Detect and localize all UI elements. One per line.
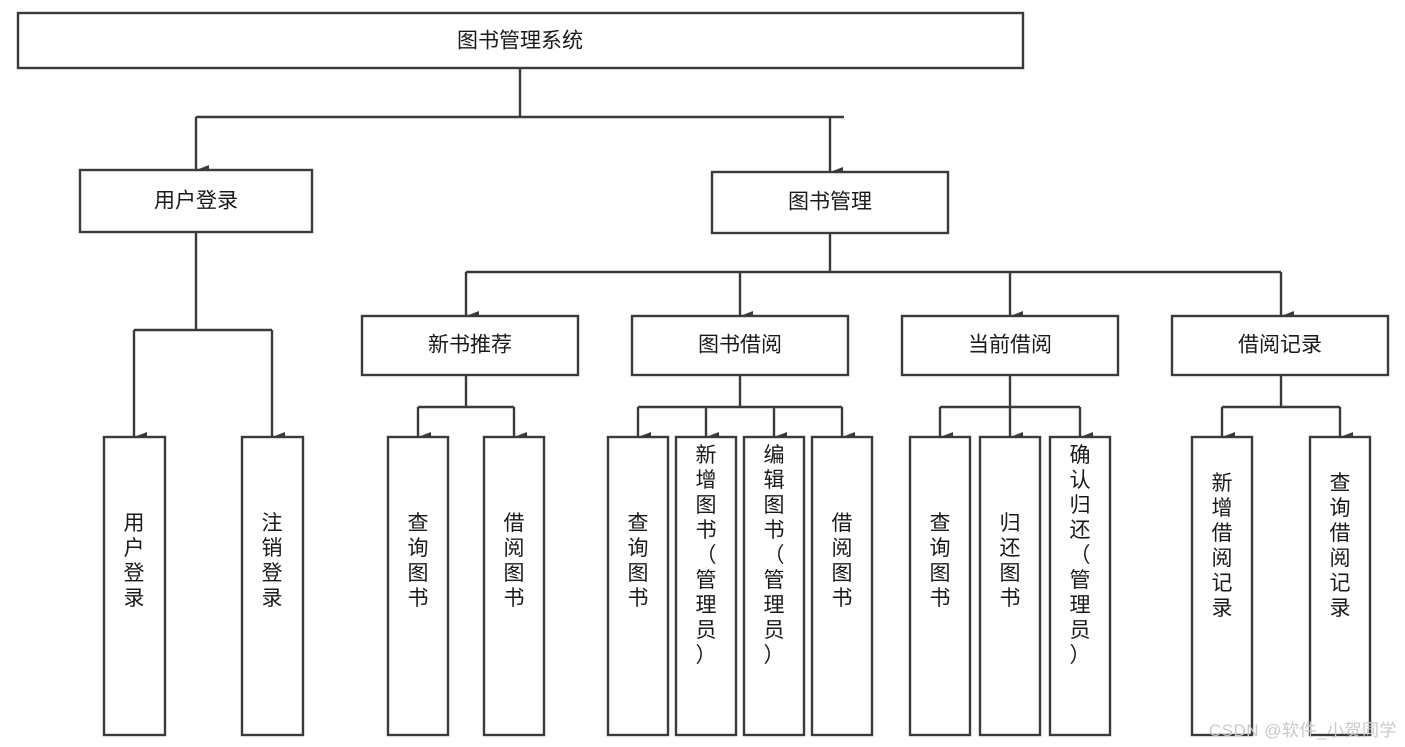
- node-leaf-borrow-book-2-label: 借阅图书: [832, 512, 853, 610]
- node-book-management-label: 图书管理: [788, 191, 872, 214]
- node-leaf-edit-book[interactable]: 编辑图书（管理员）: [742, 435, 806, 737]
- node-leaf-edit-book-box[interactable]: [742, 435, 806, 737]
- node-book-borrow[interactable]: 图书借阅: [630, 314, 850, 377]
- node-leaf-borrow-book-2-box[interactable]: [810, 435, 874, 737]
- node-leaf-query-book-2-label: 查询图书: [628, 512, 649, 610]
- node-borrow-record-box[interactable]: [1170, 314, 1390, 377]
- node-leaf-query-book-1-box[interactable]: [386, 435, 450, 737]
- node-leaf-add-book-box[interactable]: [674, 435, 738, 737]
- node-new-book-recommend-box[interactable]: [360, 314, 580, 377]
- node-leaf-logout-login-box[interactable]: [240, 435, 305, 737]
- node-leaf-confirm-return[interactable]: 确认归还（管理员）: [1048, 435, 1112, 737]
- node-user-login[interactable]: 用户登录: [78, 168, 314, 234]
- node-leaf-query-book-2-box[interactable]: [606, 435, 670, 737]
- node-book-borrow-label: 图书借阅: [698, 334, 782, 357]
- node-leaf-borrow-book-1-label: 借阅图书: [504, 512, 525, 610]
- node-leaf-logout-login[interactable]: 注销登录: [240, 435, 305, 737]
- node-leaf-return-book-label: 归还图书: [1000, 512, 1021, 610]
- node-root[interactable]: 图书管理系统: [16, 11, 1025, 70]
- node-leaf-borrow-book-1[interactable]: 借阅图书: [482, 435, 546, 737]
- node-leaf-return-book[interactable]: 归还图书: [978, 435, 1042, 737]
- node-leaf-add-borrow-record[interactable]: 新增借阅记录: [1190, 435, 1254, 737]
- connector-group-book-borrow: [636, 375, 855, 443]
- node-user-login-box[interactable]: [78, 168, 314, 234]
- node-book-management-box[interactable]: [710, 170, 950, 235]
- node-leaf-add-borrow-record-label: 新增借阅记录: [1212, 472, 1233, 620]
- node-leaf-add-book-label: 新增图书（管理员）: [696, 444, 717, 667]
- node-leaf-query-book-3-label: 查询图书: [930, 512, 951, 610]
- node-user-login-label: 用户登录: [154, 190, 238, 213]
- node-leaf-add-borrow-record-box[interactable]: [1190, 435, 1254, 737]
- node-leaf-query-book-3-box[interactable]: [908, 435, 972, 737]
- node-new-book-recommend[interactable]: 新书推荐: [360, 314, 580, 377]
- node-leaf-query-book-1-label: 查询图书: [408, 512, 429, 610]
- node-leaf-query-borrow-record-label: 查询借阅记录: [1330, 472, 1351, 620]
- node-borrow-record-label: 借阅记录: [1238, 334, 1322, 357]
- connector-group-user-login: [132, 232, 285, 443]
- node-current-borrow[interactable]: 当前借阅: [900, 314, 1120, 377]
- node-root-box[interactable]: [16, 11, 1025, 70]
- node-leaf-query-book-2[interactable]: 查询图书: [606, 435, 670, 737]
- node-leaf-confirm-return-label: 确认归还（管理员）: [1070, 444, 1091, 667]
- node-leaf-logout-login-label: 注销登录: [262, 512, 283, 610]
- node-leaf-borrow-book-1-box[interactable]: [482, 435, 546, 737]
- node-leaf-edit-book-label: 编辑图书（管理员）: [764, 444, 785, 667]
- node-leaf-borrow-book-2[interactable]: 借阅图书: [810, 435, 874, 737]
- connector-group-root: [194, 68, 844, 178]
- node-leaf-user-login-box[interactable]: [102, 435, 167, 737]
- node-leaf-user-login[interactable]: 用户登录: [102, 435, 167, 737]
- connector-group-borrow-record: [1220, 375, 1353, 443]
- node-book-borrow-box[interactable]: [630, 314, 850, 377]
- node-root-label: 图书管理系统: [457, 30, 583, 53]
- node-leaf-query-book-3[interactable]: 查询图书: [908, 435, 972, 737]
- node-leaf-query-borrow-record-box[interactable]: [1308, 435, 1372, 737]
- connector-group-current-borrow: [938, 375, 1093, 443]
- node-leaf-query-book-1[interactable]: 查询图书: [386, 435, 450, 737]
- node-borrow-record[interactable]: 借阅记录: [1170, 314, 1390, 377]
- node-leaf-return-book-box[interactable]: [978, 435, 1042, 737]
- node-leaf-user-login-label: 用户登录: [124, 512, 145, 610]
- node-current-borrow-box[interactable]: [900, 314, 1120, 377]
- node-new-book-recommend-label: 新书推荐: [428, 334, 512, 357]
- node-current-borrow-label: 当前借阅: [968, 334, 1052, 357]
- node-leaf-query-borrow-record[interactable]: 查询借阅记录: [1308, 435, 1372, 737]
- node-book-management[interactable]: 图书管理: [710, 170, 950, 235]
- connector-group-book-management: [464, 233, 1294, 322]
- connector-group-new-book-recommend: [416, 375, 527, 443]
- node-leaf-add-book[interactable]: 新增图书（管理员）: [674, 435, 738, 737]
- node-leaf-confirm-return-box[interactable]: [1048, 435, 1112, 737]
